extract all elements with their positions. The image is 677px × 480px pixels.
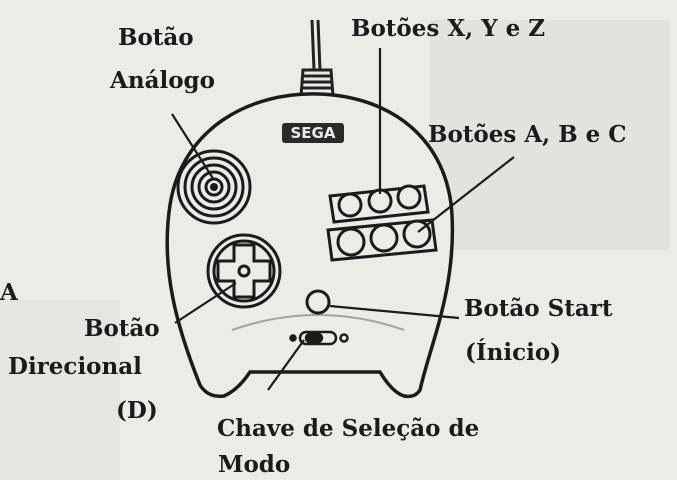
svg-text:SEGA: SEGA (291, 124, 336, 142)
label-analog-line1: Botão (118, 24, 194, 51)
label-mode-line2: Modo (218, 451, 291, 478)
label-start-line1: Botão Start (464, 295, 613, 322)
sega-logo: SEGA (282, 123, 344, 143)
start-button (305, 289, 331, 315)
label-analog-line2: Análogo (110, 67, 215, 94)
controller-cable (299, 19, 335, 98)
label-dpad-line2: Direcional (8, 353, 142, 380)
label-start-line2: (Ínicio) (465, 339, 562, 366)
label-left-fragment: A (0, 279, 18, 306)
label-mode-line1: Chave de Seleção de (217, 415, 480, 442)
leader-lines (171, 48, 515, 391)
abc-buttons (326, 218, 438, 262)
label-abc-buttons: Botões A, B e C (428, 121, 627, 148)
xyz-buttons (328, 184, 430, 224)
mode-switch (289, 330, 349, 346)
label-dpad-line3: (D) (116, 397, 158, 424)
label-xyz-buttons: Botões X, Y e Z (351, 15, 546, 42)
analog-stick (176, 149, 252, 225)
label-dpad-line1: Botão (84, 315, 160, 342)
dpad (206, 233, 282, 309)
